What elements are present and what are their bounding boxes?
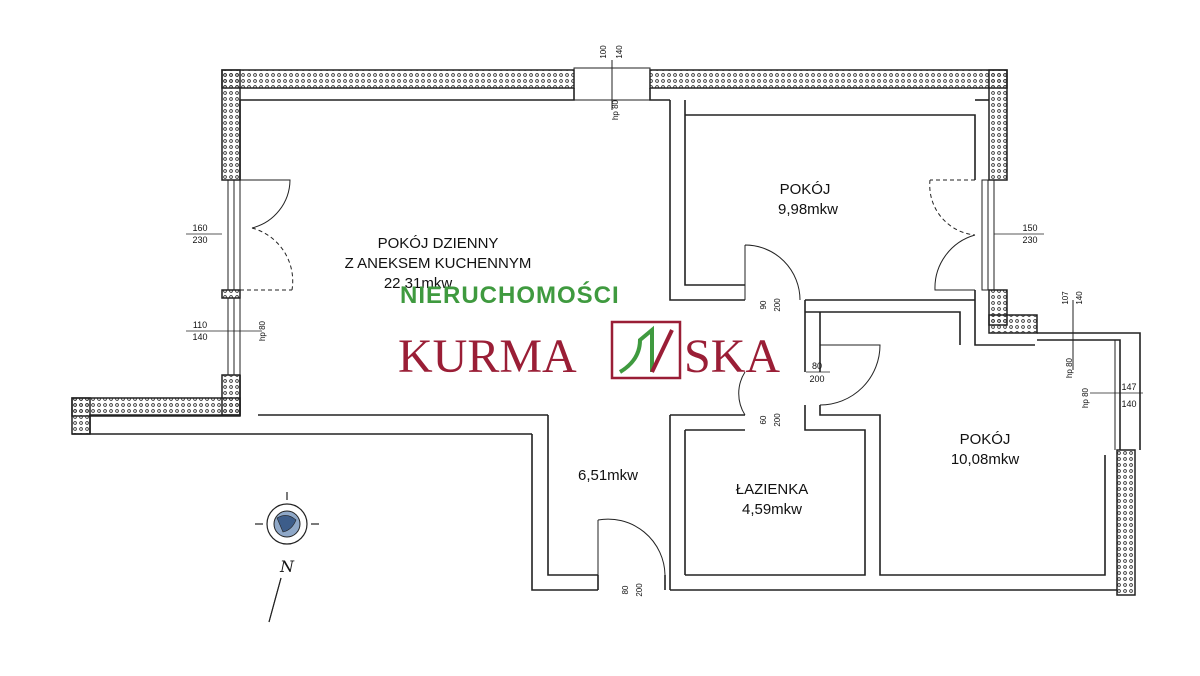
dim-door-hall-a: 90 <box>759 300 768 309</box>
dim-left-door-b: 230 <box>192 235 207 245</box>
dim-right-sill: hp 80 <box>1081 387 1090 408</box>
watermark-main-right: SKA <box>684 330 780 383</box>
door-swings <box>240 179 976 576</box>
dim-balcony-window-b: 140 <box>1075 291 1084 305</box>
watermark-top-text: NIERUCHOMOŚCI <box>400 281 620 309</box>
watermark-emblem <box>610 320 682 380</box>
dim-right-window-b: 140 <box>1121 399 1136 409</box>
bedroom1-name: POKÓJ <box>780 181 831 198</box>
dim-right-door-a: 150 <box>1022 223 1037 233</box>
bathroom-name: ŁAZIENKA <box>736 481 809 498</box>
living-room-name: POKÓJ DZIENNY <box>378 235 499 252</box>
exterior-walls <box>71 69 1136 596</box>
dim-door-hall-b: 200 <box>773 298 782 312</box>
dim-left-window-a: 110 <box>193 320 207 330</box>
bathroom-area: 4,59mkw <box>742 501 802 518</box>
watermark-main-left: KURMA <box>398 330 577 383</box>
compass-north-label: N <box>279 557 295 576</box>
dim-door-entry-b: 200 <box>635 583 644 597</box>
dim-right-window-a: 147 <box>1121 382 1136 392</box>
room-labels: POKÓJ DZIENNY Z ANEKSEM KUCHENNYM 22,31m… <box>345 181 1020 518</box>
dim-left-window-b: 140 <box>192 332 207 342</box>
dim-top-window-a: 100 <box>599 45 608 59</box>
windows <box>227 60 1116 450</box>
living-room-area: 22,31mkw <box>384 275 453 292</box>
bedroom2-name: POKÓJ <box>960 431 1011 448</box>
dim-door-entry-a: 80 <box>621 585 630 594</box>
dimension-labels: 160 230 110 140 hp 80 150 230 147 140 hp… <box>186 45 1143 597</box>
dim-left-door-a: 160 <box>192 223 207 233</box>
dim-door-bedroom2-b: 200 <box>809 374 824 384</box>
wall-outlines <box>72 88 1141 591</box>
dim-top-window-b: 140 <box>615 45 624 59</box>
dim-door-bath-a: 60 <box>759 415 768 424</box>
dim-left-sill: hp 80 <box>258 320 267 341</box>
dim-right-door-b: 230 <box>1022 235 1037 245</box>
bedroom1-area: 9,98mkw <box>778 201 838 218</box>
dim-door-bath-b: 200 <box>773 413 782 427</box>
compass-icon: N <box>255 492 319 623</box>
dim-balcony-window-a: 107 <box>1061 291 1070 305</box>
dim-top-sill: hp 80 <box>611 99 620 120</box>
hall-area: 6,51mkw <box>578 467 638 484</box>
watermark-logo: NIERUCHOMOŚCI KURMA SKA <box>398 281 780 383</box>
living-room-subname: Z ANEKSEM KUCHENNYM <box>345 255 532 272</box>
bedroom2-area: 10,08mkw <box>951 451 1020 468</box>
dim-balcony-sill: hp 80 <box>1065 357 1074 378</box>
dim-door-bedroom2-a: 80 <box>812 361 822 371</box>
